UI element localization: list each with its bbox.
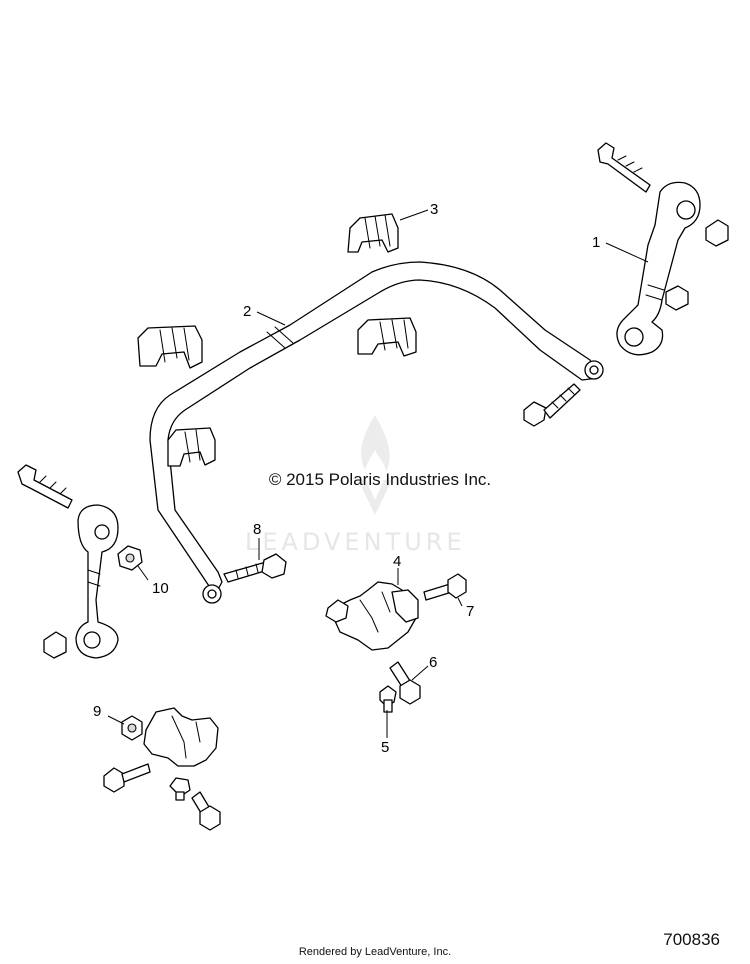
bolt-8	[223, 553, 287, 583]
diagram-number: 700836	[663, 930, 720, 949]
link-assembly-right	[597, 142, 729, 356]
bolt-7	[423, 573, 467, 601]
leadventure-flame-logo	[358, 415, 392, 515]
stabilizer-bar	[149, 261, 604, 604]
bolt-lower-bottom	[191, 791, 221, 831]
grease-fitting-5	[379, 685, 397, 713]
callout-9: 9	[93, 703, 101, 720]
bolt-right	[523, 383, 581, 427]
footer-credit: Rendered by LeadVenture, Inc.	[298, 946, 452, 958]
copyright-notice: © 2015 Polaris Industries Inc.	[0, 470, 750, 490]
bracket-lower-left	[143, 707, 219, 767]
callout-5: 5	[381, 739, 389, 756]
callout-7: 7	[466, 603, 474, 620]
fitting-lower-left	[169, 777, 191, 801]
watermark-text: LEADVENTURE	[245, 528, 466, 556]
callout-10: 10	[152, 580, 169, 597]
callout-1: 1	[592, 234, 600, 251]
bracket-4	[325, 581, 419, 651]
bushing-left	[137, 325, 203, 369]
copyright-text: © 2015 Polaris Industries Inc.	[268, 470, 492, 489]
callout-2: 2	[243, 303, 251, 320]
link-assembly-left	[17, 464, 119, 659]
callout-3: 3	[430, 201, 438, 218]
nut-9	[121, 715, 143, 741]
callout-6: 6	[429, 654, 437, 671]
bushing-middle	[357, 317, 417, 357]
callout-8: 8	[253, 521, 261, 538]
bolt-lower-left	[103, 763, 151, 793]
bushing-on-bar	[167, 427, 216, 467]
callout-4: 4	[393, 553, 401, 570]
bushing-top	[347, 213, 399, 253]
nut-10	[117, 545, 143, 571]
bolt-6	[389, 661, 421, 705]
